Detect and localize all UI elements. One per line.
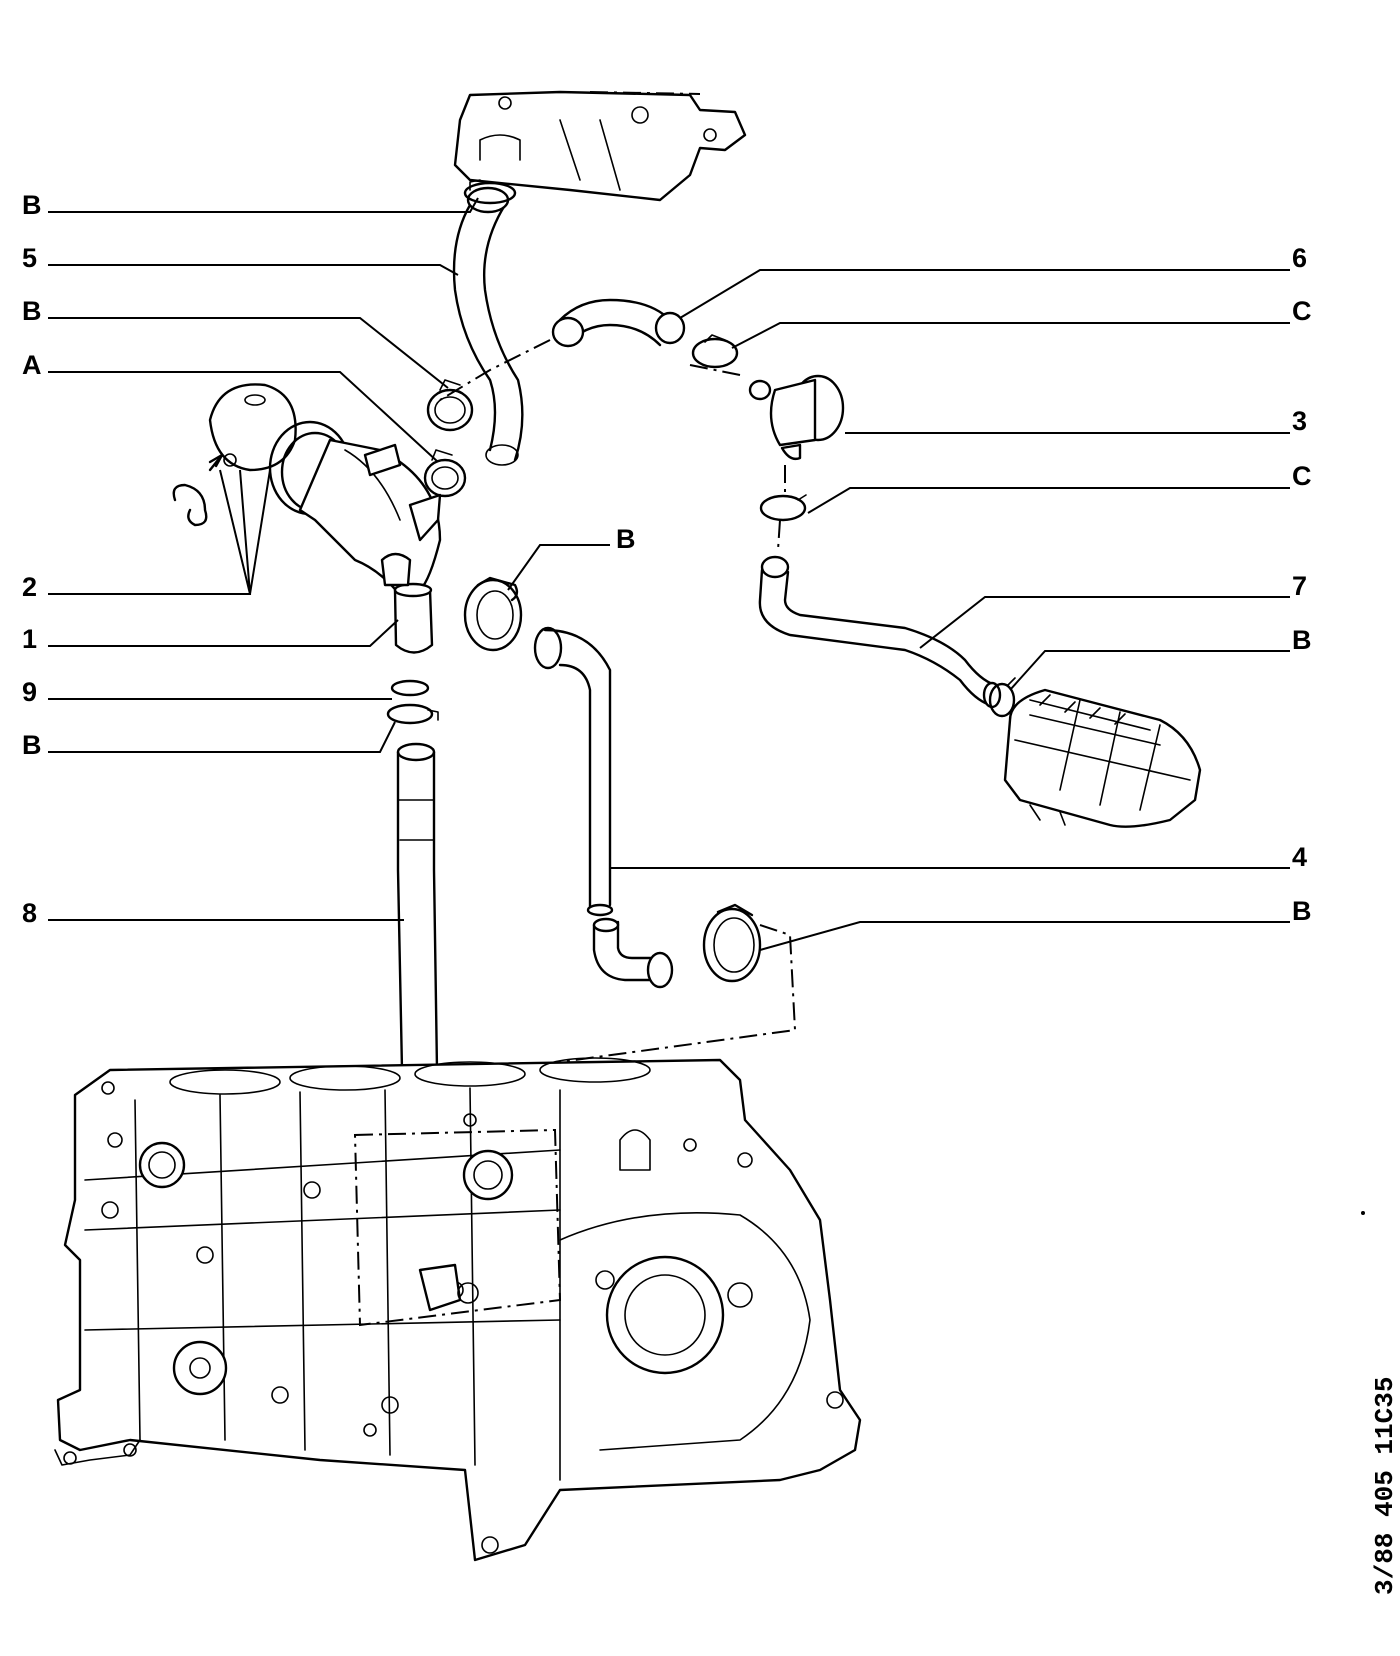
seal-9	[390, 679, 430, 697]
hose-4	[533, 626, 674, 989]
hose-7	[758, 555, 1002, 709]
valve-3	[748, 374, 845, 461]
callout-b-left-3: B	[22, 730, 42, 760]
clip-c-lower	[759, 494, 807, 522]
hose-6	[551, 298, 686, 348]
speck	[1361, 1211, 1365, 1215]
callouts-right: 6 C 3 C 7 B 4 B	[1292, 243, 1312, 926]
callout-2: 2	[22, 572, 37, 602]
callout-c-lower: C	[1292, 461, 1312, 491]
clip-c-upper	[691, 334, 739, 369]
air-filter-housing	[1003, 688, 1202, 828]
clip-b-lower	[702, 903, 762, 983]
leader-lines	[48, 197, 1290, 951]
clip-b-right	[988, 677, 1016, 718]
callout-b-left-1: B	[22, 190, 42, 220]
callout-3: 3	[1292, 406, 1307, 436]
callout-1: 1	[22, 624, 37, 654]
callout-7: 7	[1292, 571, 1307, 601]
callout-c-upper: C	[1292, 296, 1312, 326]
reference-code: 3/88 405 11C35	[1370, 1377, 1400, 1595]
oil-separator	[172, 383, 442, 654]
clip-b-middle	[463, 576, 523, 652]
clip-b-tube	[386, 703, 439, 725]
engine-block	[54, 1057, 862, 1562]
connection-line	[559, 924, 797, 1063]
clip-b-upper	[426, 379, 474, 432]
callout-4: 4	[1292, 842, 1307, 872]
callout-b-middle: B	[616, 524, 636, 554]
connection-line-valve-lower	[777, 465, 786, 551]
callout-a: A	[22, 350, 42, 380]
connection-line-upper	[439, 339, 551, 401]
hose-5	[452, 186, 524, 466]
connection-line-valve	[689, 364, 741, 376]
top-bracket	[453, 90, 747, 202]
callout-8: 8	[22, 898, 37, 928]
callout-6: 6	[1292, 243, 1307, 273]
callout-5: 5	[22, 243, 37, 273]
callout-b-right-2: B	[1292, 896, 1312, 926]
callouts-left: B 5 B A 2 1 9 B 8	[22, 190, 42, 928]
callout-b-right-1: B	[1292, 625, 1312, 655]
clip-b-top	[463, 179, 517, 205]
callout-9: 9	[22, 677, 37, 707]
callout-b-left-2: B	[22, 296, 42, 326]
